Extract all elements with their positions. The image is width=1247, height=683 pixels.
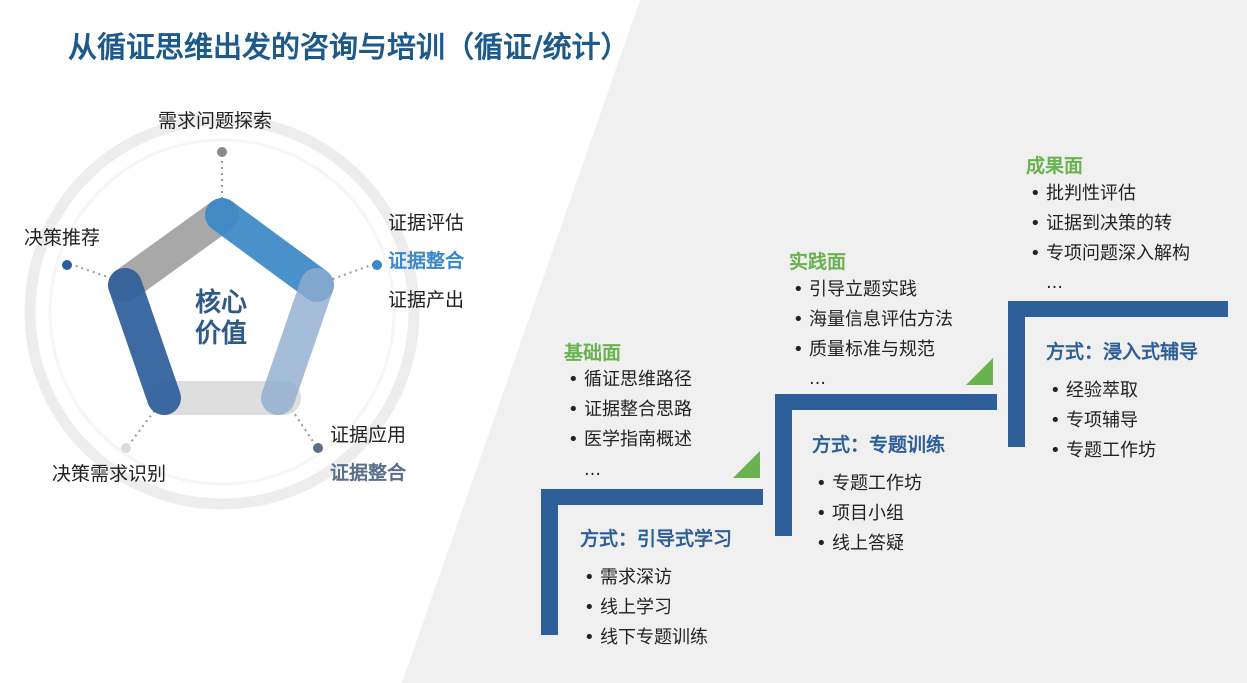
core-value-label: 核心 价值 [181,288,261,349]
list-item: 专题工作坊 [1048,436,1156,466]
step-2-method-title: 方式：专题训练 [812,434,946,456]
step-2-facet-list: 引导立题实践 海量信息评估方法 质量标准与规范 [791,275,953,365]
list-item: 海量信息评估方法 [791,305,953,335]
step-1-method-list: 需求深访 线上学习 线下专题训练 [582,563,708,653]
list-item: 线上学习 [582,593,708,623]
step-3-horizontal-bar [1008,301,1228,317]
step-2-horizontal-bar [775,394,997,410]
step-2-ellipsis: … [809,369,826,389]
page-title: 从循证思维出发的咨询与培训（循证/统计） [68,30,630,64]
dot-right [372,260,382,270]
inner-ring [48,138,396,486]
step-3-method-list: 经验萃取 专项辅导 专题工作坊 [1048,376,1156,466]
list-item: 专项辅导 [1048,406,1156,436]
list-item: 专题工作坊 [814,469,922,499]
label-evidence-output: 证据产出 [388,289,465,311]
pentagon-ring [108,198,334,415]
step-3-vertical-bar [1008,301,1025,447]
step-2-vertical-bar [775,394,792,536]
core-line-2: 价值 [194,318,247,349]
list-item: 需求深访 [582,563,708,593]
pentagon-segment-top-right [205,198,334,302]
step-1-ellipsis: … [584,460,601,480]
step-2-facet-title: 实践面 [789,251,847,273]
outer-ring [24,114,420,510]
step-1-horizontal-bar [541,489,763,505]
pentagon-segment-right [261,268,334,415]
step-3-method-title: 方式：浸入式辅导 [1046,341,1199,363]
list-item: 项目小组 [814,499,922,529]
label-demand-exploration: 需求问题探索 [158,110,273,132]
step-2-green-triangle [966,358,993,385]
list-item: 专项问题深入解构 [1028,239,1190,269]
dot-top [217,147,227,157]
list-item: 质量标准与规范 [791,335,953,365]
pentagon-segment-left [108,268,181,415]
label-evidence-integration-2: 证据整合 [330,462,407,484]
step-3-facet-list: 批判性评估 证据到决策的转 专项问题深入解构 [1028,179,1190,269]
list-item: 证据整合思路 [566,395,692,425]
step-1-facet-list: 循证思维路径 证据整合思路 医学指南概述 [566,365,692,455]
step-2-method-list: 专题工作坊 项目小组 线上答疑 [814,469,922,559]
list-item: 线上答疑 [814,529,922,559]
step-3-ellipsis: … [1046,273,1063,293]
list-item: 线下专题训练 [582,623,708,653]
label-evidence-application: 证据应用 [330,424,407,446]
step-3-facet-title: 成果面 [1026,155,1084,177]
label-decision-recommend: 决策推荐 [24,227,101,249]
list-item: 批判性评估 [1028,179,1190,209]
label-decision-demand-identify: 决策需求识别 [52,463,167,485]
step-1-green-triangle [733,451,760,478]
list-item: 循证思维路径 [566,365,692,395]
dot-left [62,260,72,270]
core-line-1: 核心 [194,288,247,318]
step-1-facet-title: 基础面 [564,342,622,364]
pentagon-segment-top-left [108,198,239,302]
label-evidence-integration-1: 证据整合 [388,250,465,272]
list-item: 证据到决策的转 [1028,209,1190,239]
step-1-vertical-bar [541,489,558,635]
list-item: 经验萃取 [1048,376,1156,406]
dot-bottom-left [121,443,131,453]
step-1-method-title: 方式：引导式学习 [580,528,733,550]
list-item: 引导立题实践 [791,275,953,305]
dot-bottom-right [313,443,323,453]
list-item: 医学指南概述 [566,425,692,455]
label-evidence-evaluation: 证据评估 [388,212,465,234]
